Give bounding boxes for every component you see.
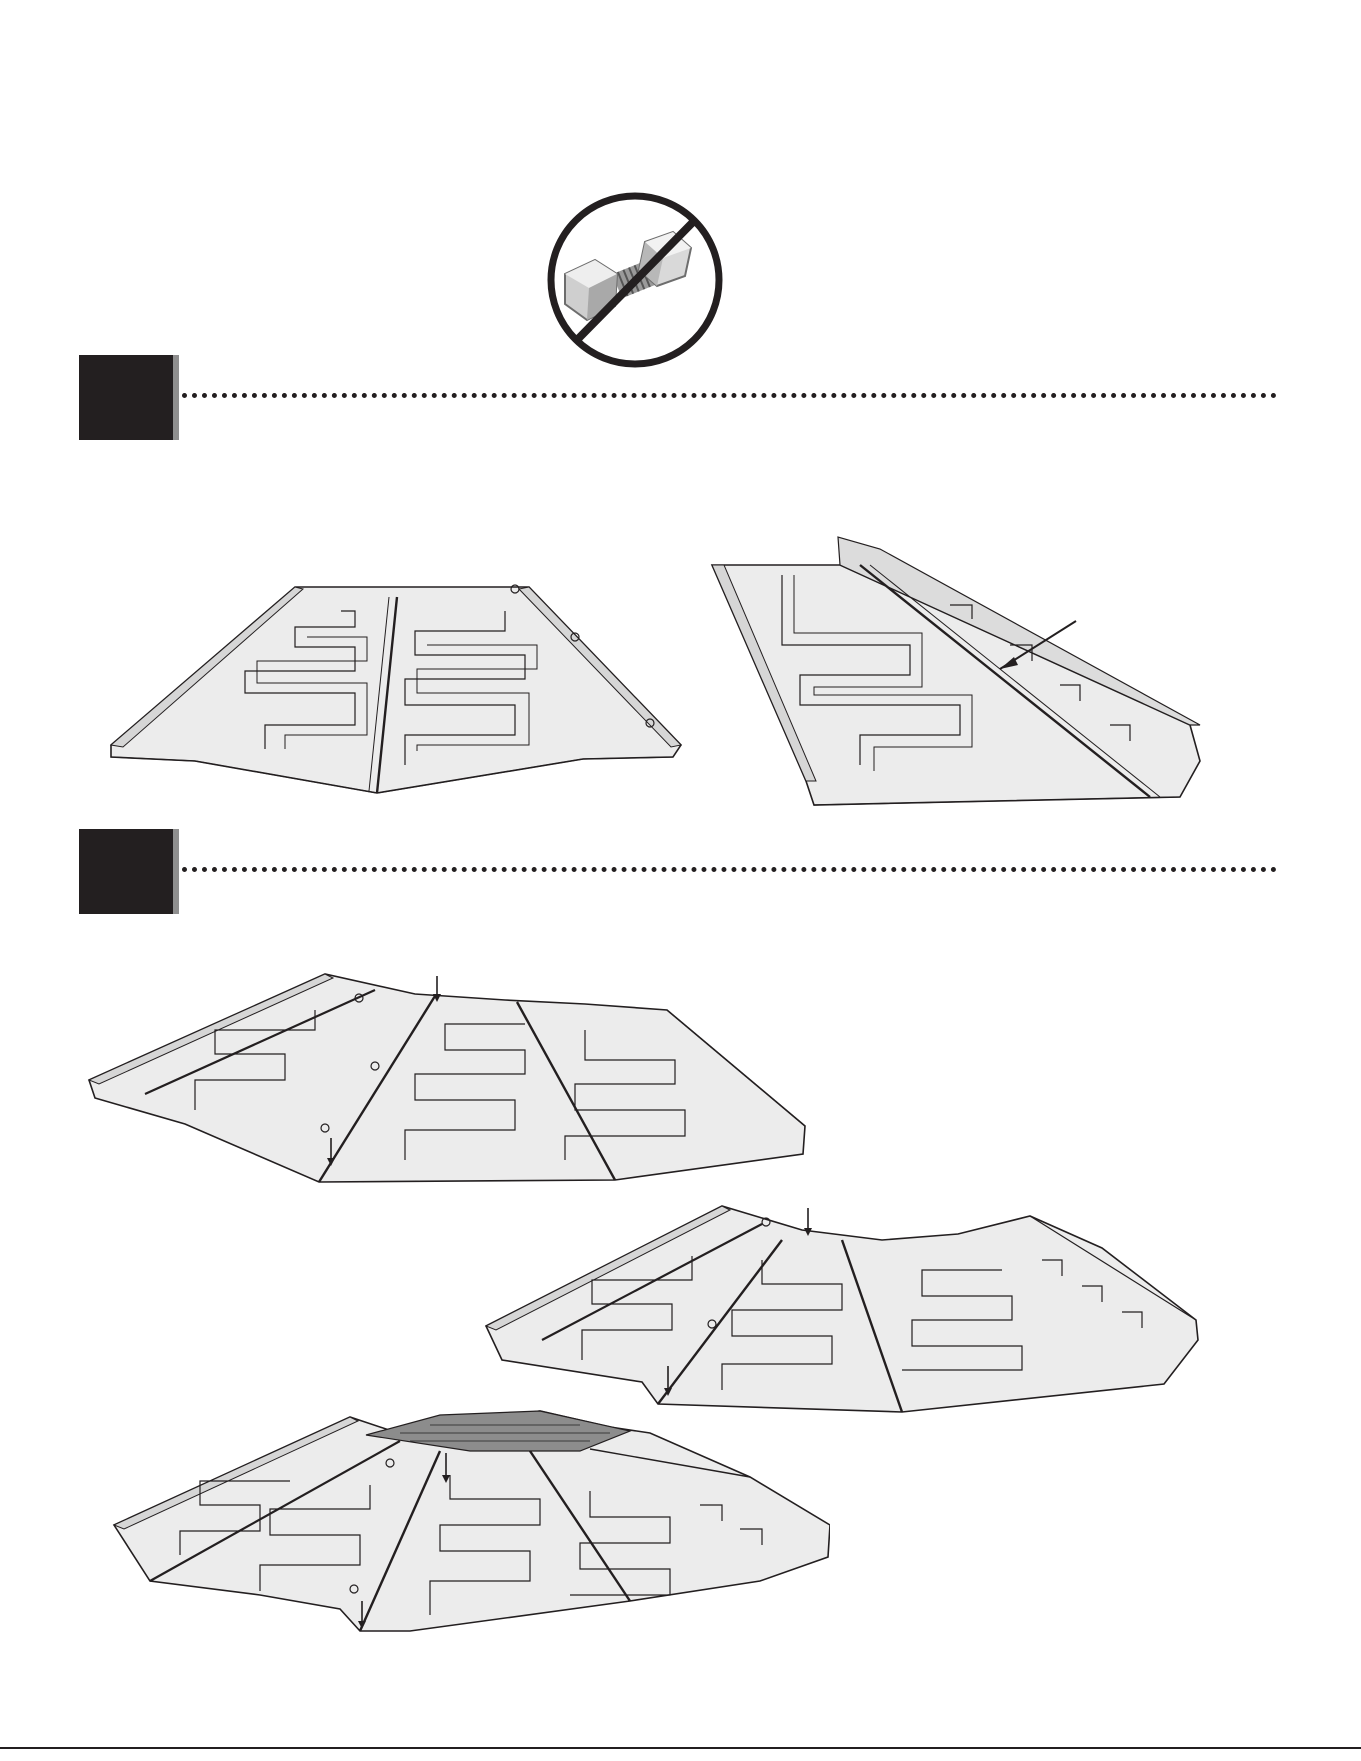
footer-rule [0,1747,1361,1749]
roof-panel-b [710,535,1210,810]
no-nuts-and-bolts-icon [545,190,725,370]
step-2-number [79,829,173,914]
step-1-divider [182,393,1277,398]
roof-assembly-stage-3 [110,1405,830,1655]
roof-assembly-stage-1 [85,970,815,1190]
step-1-number [79,355,173,440]
step-2-divider [182,867,1277,872]
step-2-marker [79,829,173,914]
roof-assembly-stage-2 [482,1200,1202,1415]
roof-panel-a [105,575,685,800]
step-1-marker [79,355,173,440]
